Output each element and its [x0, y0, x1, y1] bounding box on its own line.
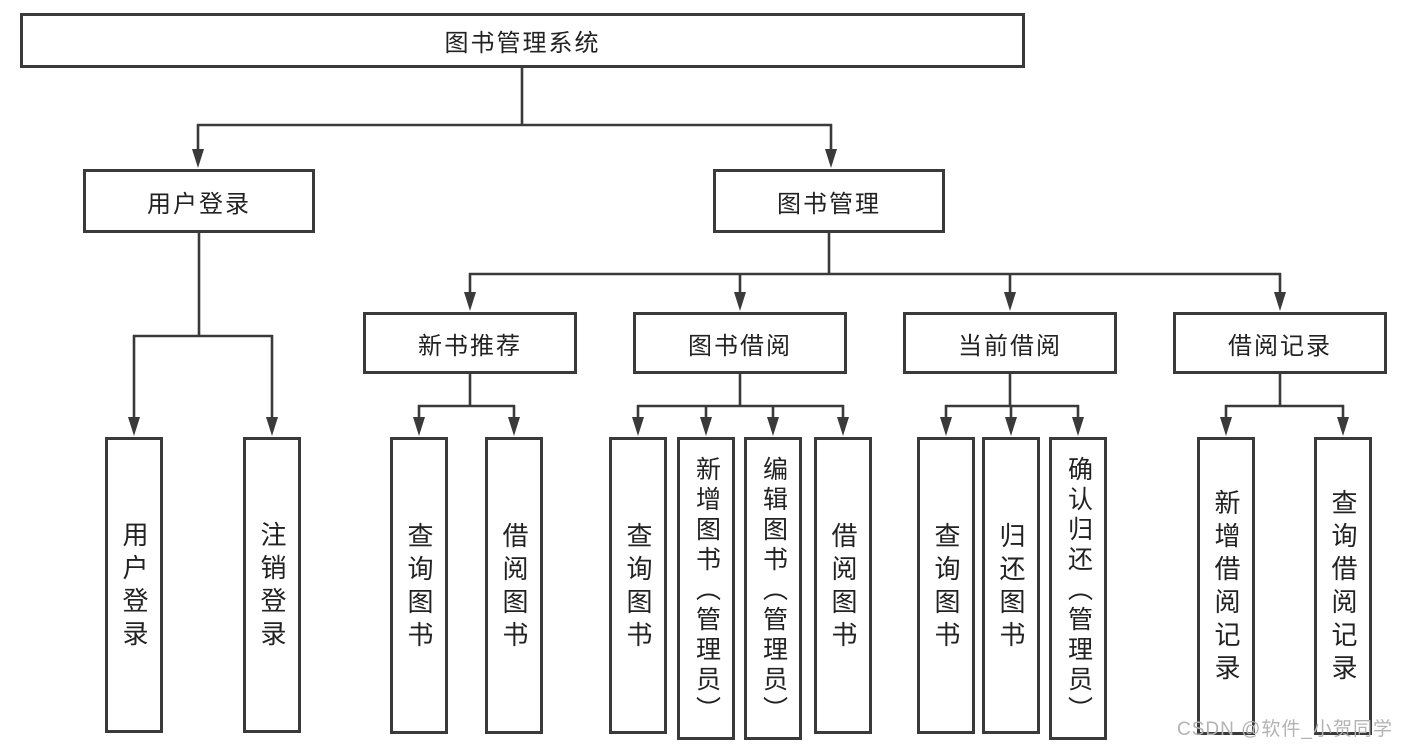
node-root-system: 图书管理系统 — [20, 13, 1025, 68]
leaf-newbook-query: 查询图书 — [390, 437, 448, 734]
leaf-current-return: 归还图书 — [982, 437, 1040, 734]
leaf-current-query: 查询图书 — [917, 437, 975, 734]
leaf-record-add: 新增借阅记录 — [1197, 437, 1255, 735]
connector-book-borrow-branch — [632, 374, 849, 436]
node-new-book-recommend: 新书推荐 — [363, 312, 577, 374]
leaf-newbook-borrow: 借阅图书 — [485, 437, 543, 734]
connector-borrow-record-branch — [1220, 374, 1349, 436]
connector-current-borrow-branch — [940, 374, 1084, 436]
connector-new-book-branch — [413, 374, 520, 436]
leaf-borrow-query: 查询图书 — [609, 437, 667, 734]
leaf-logout: 注销登录 — [243, 437, 301, 733]
node-book-management: 图书管理 — [713, 169, 945, 233]
node-user-login: 用户登录 — [83, 169, 315, 233]
leaf-borrow-add-admin: 新增图书（管理员） — [677, 437, 735, 740]
connector-book-mgmt-branch — [464, 233, 1286, 311]
leaf-user-login: 用户登录 — [105, 437, 163, 733]
node-book-borrow: 图书借阅 — [633, 312, 847, 374]
leaf-confirm-return-admin: 确认归还（管理员） — [1049, 437, 1107, 740]
node-current-borrow: 当前借阅 — [903, 312, 1117, 374]
connector-user-login-branch — [128, 233, 278, 436]
connector-root-branch — [192, 68, 837, 168]
leaf-record-query: 查询借阅记录 — [1314, 437, 1372, 735]
node-borrow-record: 借阅记录 — [1173, 312, 1387, 374]
leaf-borrow-edit-admin: 编辑图书（管理员） — [744, 437, 802, 740]
leaf-borrow-borrow: 借阅图书 — [814, 437, 872, 734]
csdn-watermark: CSDN @软件_小贺同学 — [1177, 719, 1393, 740]
